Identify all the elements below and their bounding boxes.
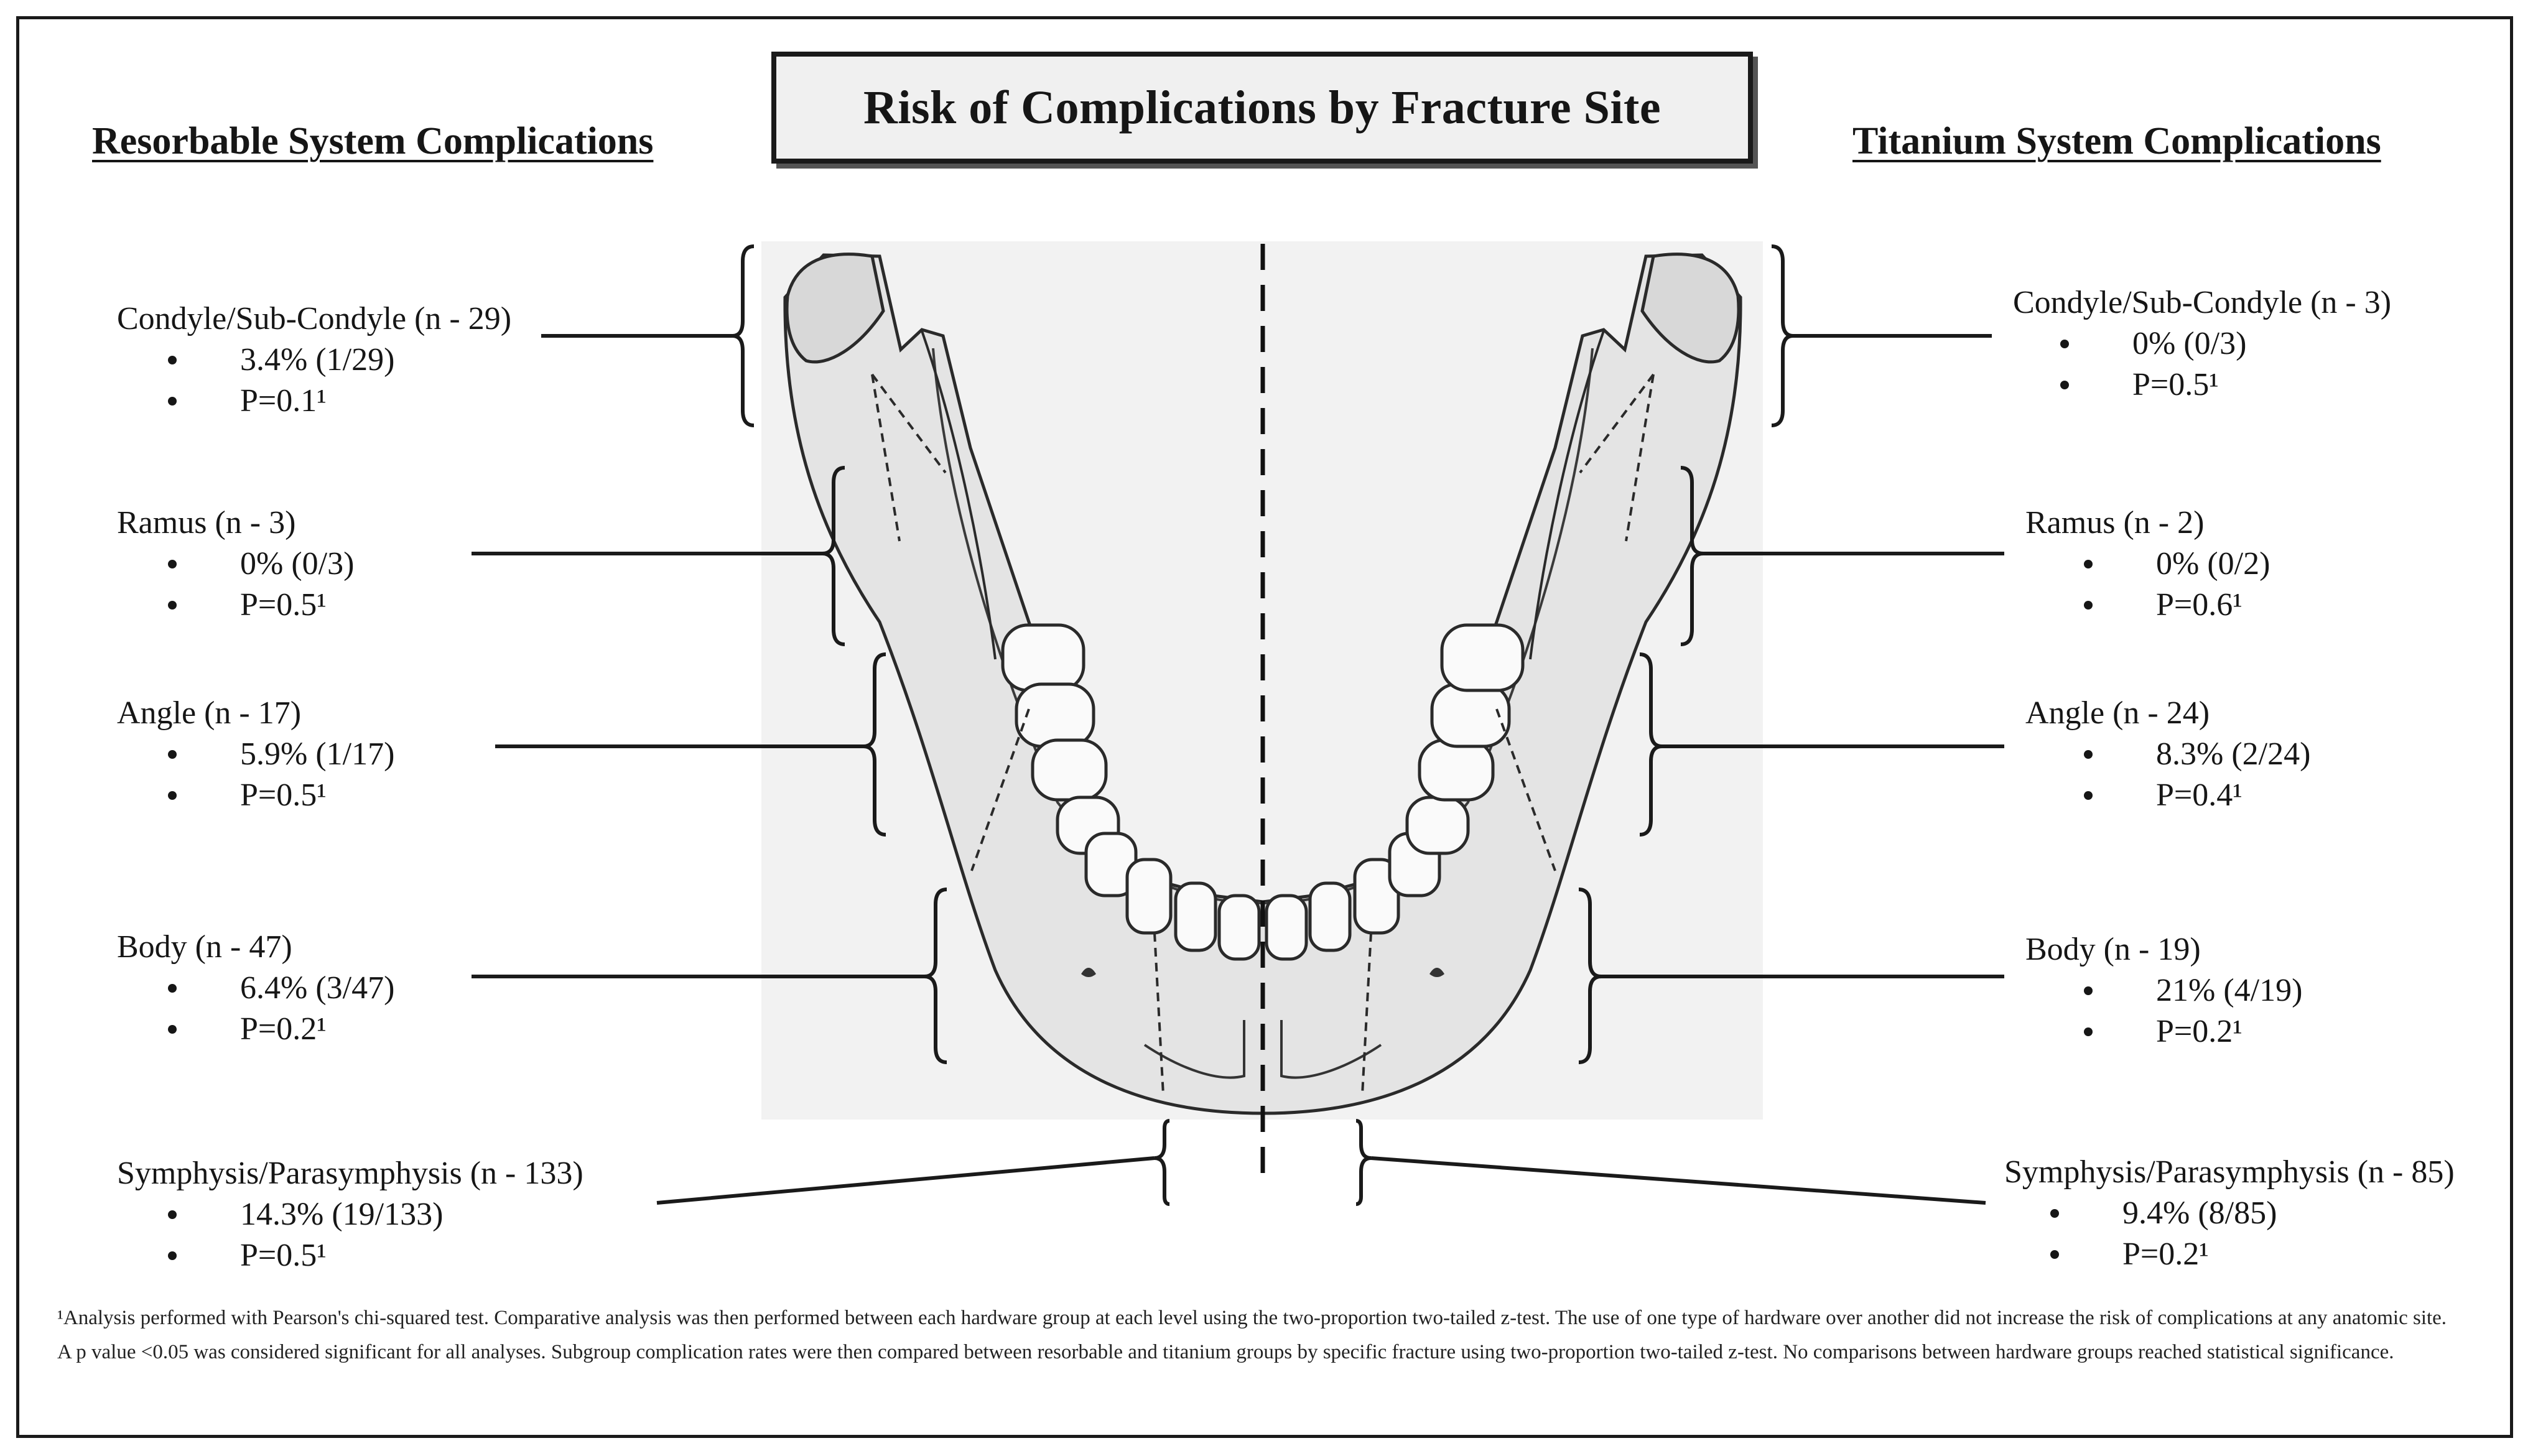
bullet-icon xyxy=(168,1251,177,1260)
bullet-icon xyxy=(168,1025,177,1034)
tooth xyxy=(1125,858,1173,935)
right-condyle-icon xyxy=(1640,253,1741,364)
site-title: Body (n - 19) xyxy=(2025,932,2201,967)
titanium-condyle: Condyle/Sub-Condyle (n - 3) 0% (0/3) P=0… xyxy=(2013,282,2391,406)
leader-lines xyxy=(472,334,2004,1205)
tooth xyxy=(1174,881,1217,952)
resorbable-condyle: Condyle/Sub-Condyle (n - 29) 3.4% (1/29)… xyxy=(117,299,511,422)
complication-rate: 0% (0/2) xyxy=(2156,546,2270,582)
complication-rate: 8.3% (2/24) xyxy=(2156,736,2311,772)
titanium-heading: Titanium System Complications xyxy=(1852,120,2381,162)
p-value: P=0.2¹ xyxy=(2122,1236,2209,1272)
region-dashed-lines xyxy=(871,373,1655,1095)
site-title: Angle (n - 24) xyxy=(2025,695,2210,731)
p-value: P=0.5¹ xyxy=(240,777,327,813)
title-box: Risk of Complications by Fracture Site xyxy=(771,52,1753,164)
bullet-icon xyxy=(168,984,177,993)
complication-rate: 9.4% (8/85) xyxy=(2122,1195,2277,1231)
figure-title: Risk of Complications by Fracture Site xyxy=(863,81,1662,134)
bullet-icon xyxy=(2050,1250,2059,1259)
leader-symphysis-left xyxy=(656,1156,1155,1205)
bullet-icon xyxy=(168,1210,177,1219)
titanium-symphysis: Symphysis/Parasymphysis (n - 85) 9.4% (8… xyxy=(2004,1152,2455,1275)
bullet-icon xyxy=(2084,1027,2093,1036)
bullet-icon xyxy=(168,601,177,610)
p-value: P=0.2¹ xyxy=(240,1011,327,1047)
left-condyle-icon xyxy=(785,253,885,364)
site-title: Ramus (n - 3) xyxy=(117,505,296,540)
site-title: Symphysis/Parasymphysis (n - 133) xyxy=(117,1156,583,1191)
resorbable-symphysis: Symphysis/Parasymphysis (n - 133) 14.3% … xyxy=(117,1153,583,1276)
right-coronoid-line xyxy=(1529,330,1605,660)
titanium-body: Body (n - 19) 21% (4/19) P=0.2¹ xyxy=(2025,929,2302,1052)
lower-teeth xyxy=(1001,623,1525,961)
bullet-icon xyxy=(2084,791,2093,800)
bracket-condyle-right xyxy=(1771,244,1793,427)
tooth xyxy=(1001,623,1085,692)
bracket-condyle-left xyxy=(732,244,755,427)
bullet-icon xyxy=(2084,601,2093,610)
complication-rate: 5.9% (1/17) xyxy=(240,736,395,772)
complication-rate: 14.3% (19/133) xyxy=(240,1197,444,1232)
bullet-icon xyxy=(168,750,177,759)
bullet-icon xyxy=(2050,1209,2059,1218)
right-mental-foramen-icon xyxy=(1429,968,1444,977)
resorbable-ramus: Ramus (n - 3) 0% (0/3) P=0.5¹ xyxy=(117,503,354,626)
tooth xyxy=(1440,623,1525,692)
titanium-angle: Angle (n - 24) 8.3% (2/24) P=0.4¹ xyxy=(2025,693,2310,816)
tooth xyxy=(1308,881,1352,952)
tooth xyxy=(1015,682,1095,748)
tooth xyxy=(1217,894,1261,961)
bullet-icon xyxy=(168,560,177,568)
footnote: ¹Analysis performed with Pearson's chi-s… xyxy=(57,1307,2447,1363)
bullet-icon xyxy=(2084,986,2093,995)
complication-rate: 3.4% (1/29) xyxy=(240,342,395,378)
bullet-icon xyxy=(168,356,177,364)
complication-rate: 6.4% (3/47) xyxy=(240,970,395,1006)
bullet-icon xyxy=(2084,750,2093,759)
complication-rate: 0% (0/3) xyxy=(240,546,355,582)
tooth xyxy=(1265,894,1308,961)
resorbable-body: Body (n - 47) 6.4% (3/47) P=0.2¹ xyxy=(117,927,394,1050)
chin-contour-right xyxy=(1280,1020,1382,1079)
figure-frame xyxy=(16,16,2513,1438)
tooth xyxy=(1031,738,1108,802)
p-value: P=0.5¹ xyxy=(240,1238,327,1273)
complication-rate: 21% (4/19) xyxy=(2156,973,2303,1008)
p-value: P=0.1¹ xyxy=(240,383,327,419)
site-title: Body (n - 47) xyxy=(117,929,292,965)
site-title: Symphysis/Parasymphysis (n - 85) xyxy=(2004,1154,2455,1190)
bullet-icon xyxy=(2084,560,2093,568)
titanium-ramus: Ramus (n - 2) 0% (0/2) P=0.6¹ xyxy=(2025,503,2270,626)
site-title: Angle (n - 17) xyxy=(117,695,302,731)
bullet-icon xyxy=(2060,340,2069,348)
bracket-symphysis-left xyxy=(1154,1119,1170,1206)
p-value: P=0.6¹ xyxy=(2156,587,2243,623)
left-mental-foramen-icon xyxy=(1081,968,1096,977)
tooth xyxy=(1418,738,1495,802)
p-value: P=0.5¹ xyxy=(2132,367,2219,402)
p-value: P=0.5¹ xyxy=(240,587,327,623)
tooth xyxy=(1405,795,1470,855)
resorbable-heading: Resorbable System Complications xyxy=(92,120,654,162)
bracket-symphysis-right xyxy=(1355,1119,1372,1206)
tooth xyxy=(1353,858,1400,935)
complication-rate: 0% (0/3) xyxy=(2132,326,2247,361)
site-title: Condyle/Sub-Condyle (n - 3) xyxy=(2013,285,2392,320)
site-title: Condyle/Sub-Condyle (n - 29) xyxy=(117,301,512,336)
leader-symphysis-right xyxy=(1370,1156,1986,1205)
p-value: P=0.4¹ xyxy=(2156,777,2243,813)
mandible-bone xyxy=(783,253,1742,1115)
bullet-icon xyxy=(2060,381,2069,389)
p-value: P=0.2¹ xyxy=(2156,1014,2243,1049)
resorbable-angle: Angle (n - 17) 5.9% (1/17) P=0.5¹ xyxy=(117,693,394,816)
left-coronoid-line xyxy=(921,330,997,660)
bullet-icon xyxy=(168,791,177,800)
tooth xyxy=(1430,682,1511,748)
site-title: Ramus (n - 2) xyxy=(2025,505,2205,540)
chin-contour-left xyxy=(1143,1020,1245,1079)
bullet-icon xyxy=(168,397,177,406)
